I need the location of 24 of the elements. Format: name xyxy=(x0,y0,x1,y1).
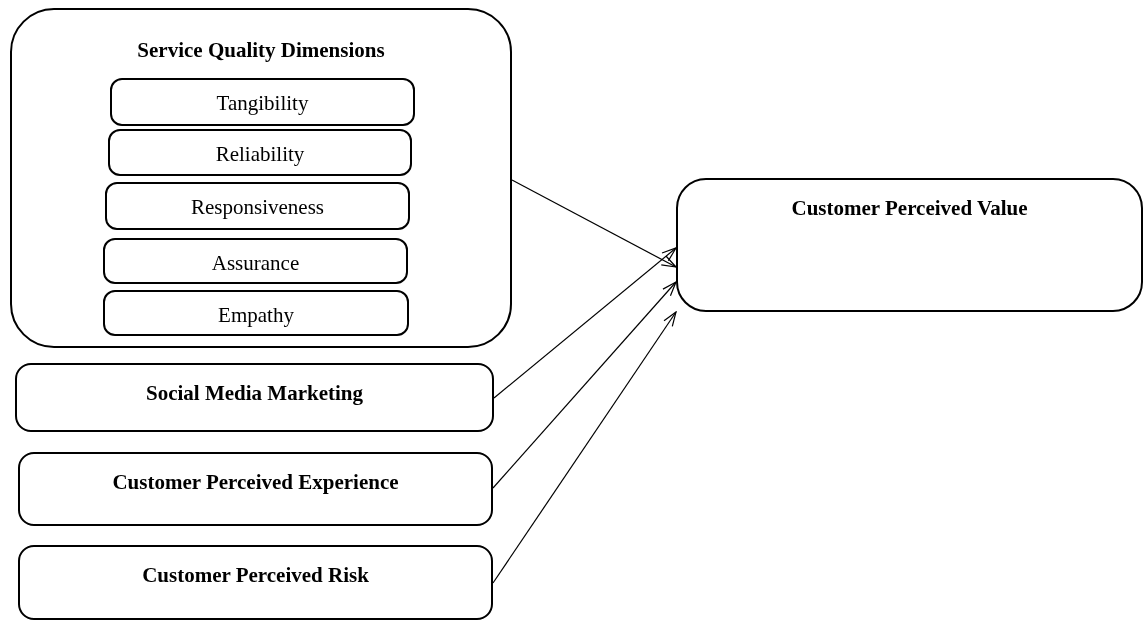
dimension-box xyxy=(103,290,409,336)
construct-box xyxy=(18,452,493,526)
dimension-box xyxy=(110,78,415,126)
arrow xyxy=(511,179,677,268)
node-label: Service Quality Dimensions xyxy=(137,38,385,63)
arrow xyxy=(493,247,677,399)
group-box xyxy=(10,8,512,348)
node-label: Customer Perceived Risk xyxy=(142,563,369,588)
arrow xyxy=(492,281,677,489)
construct-box xyxy=(676,178,1143,312)
node-label: Customer Perceived Experience xyxy=(112,470,399,495)
dimension-box xyxy=(105,182,410,230)
construct-box xyxy=(15,363,494,432)
construct-box xyxy=(18,545,493,620)
dimension-box xyxy=(103,238,408,284)
arrow xyxy=(492,311,677,584)
node-label: Responsiveness xyxy=(191,195,324,220)
node-label: Tangibility xyxy=(216,91,309,116)
node-label: Assurance xyxy=(211,251,300,276)
dimension-box xyxy=(108,129,412,176)
node-label: Empathy xyxy=(218,303,294,328)
node-label: Customer Perceived Value xyxy=(791,196,1028,221)
node-label: Reliability xyxy=(215,142,305,167)
node-label: Social Media Marketing xyxy=(146,381,363,406)
